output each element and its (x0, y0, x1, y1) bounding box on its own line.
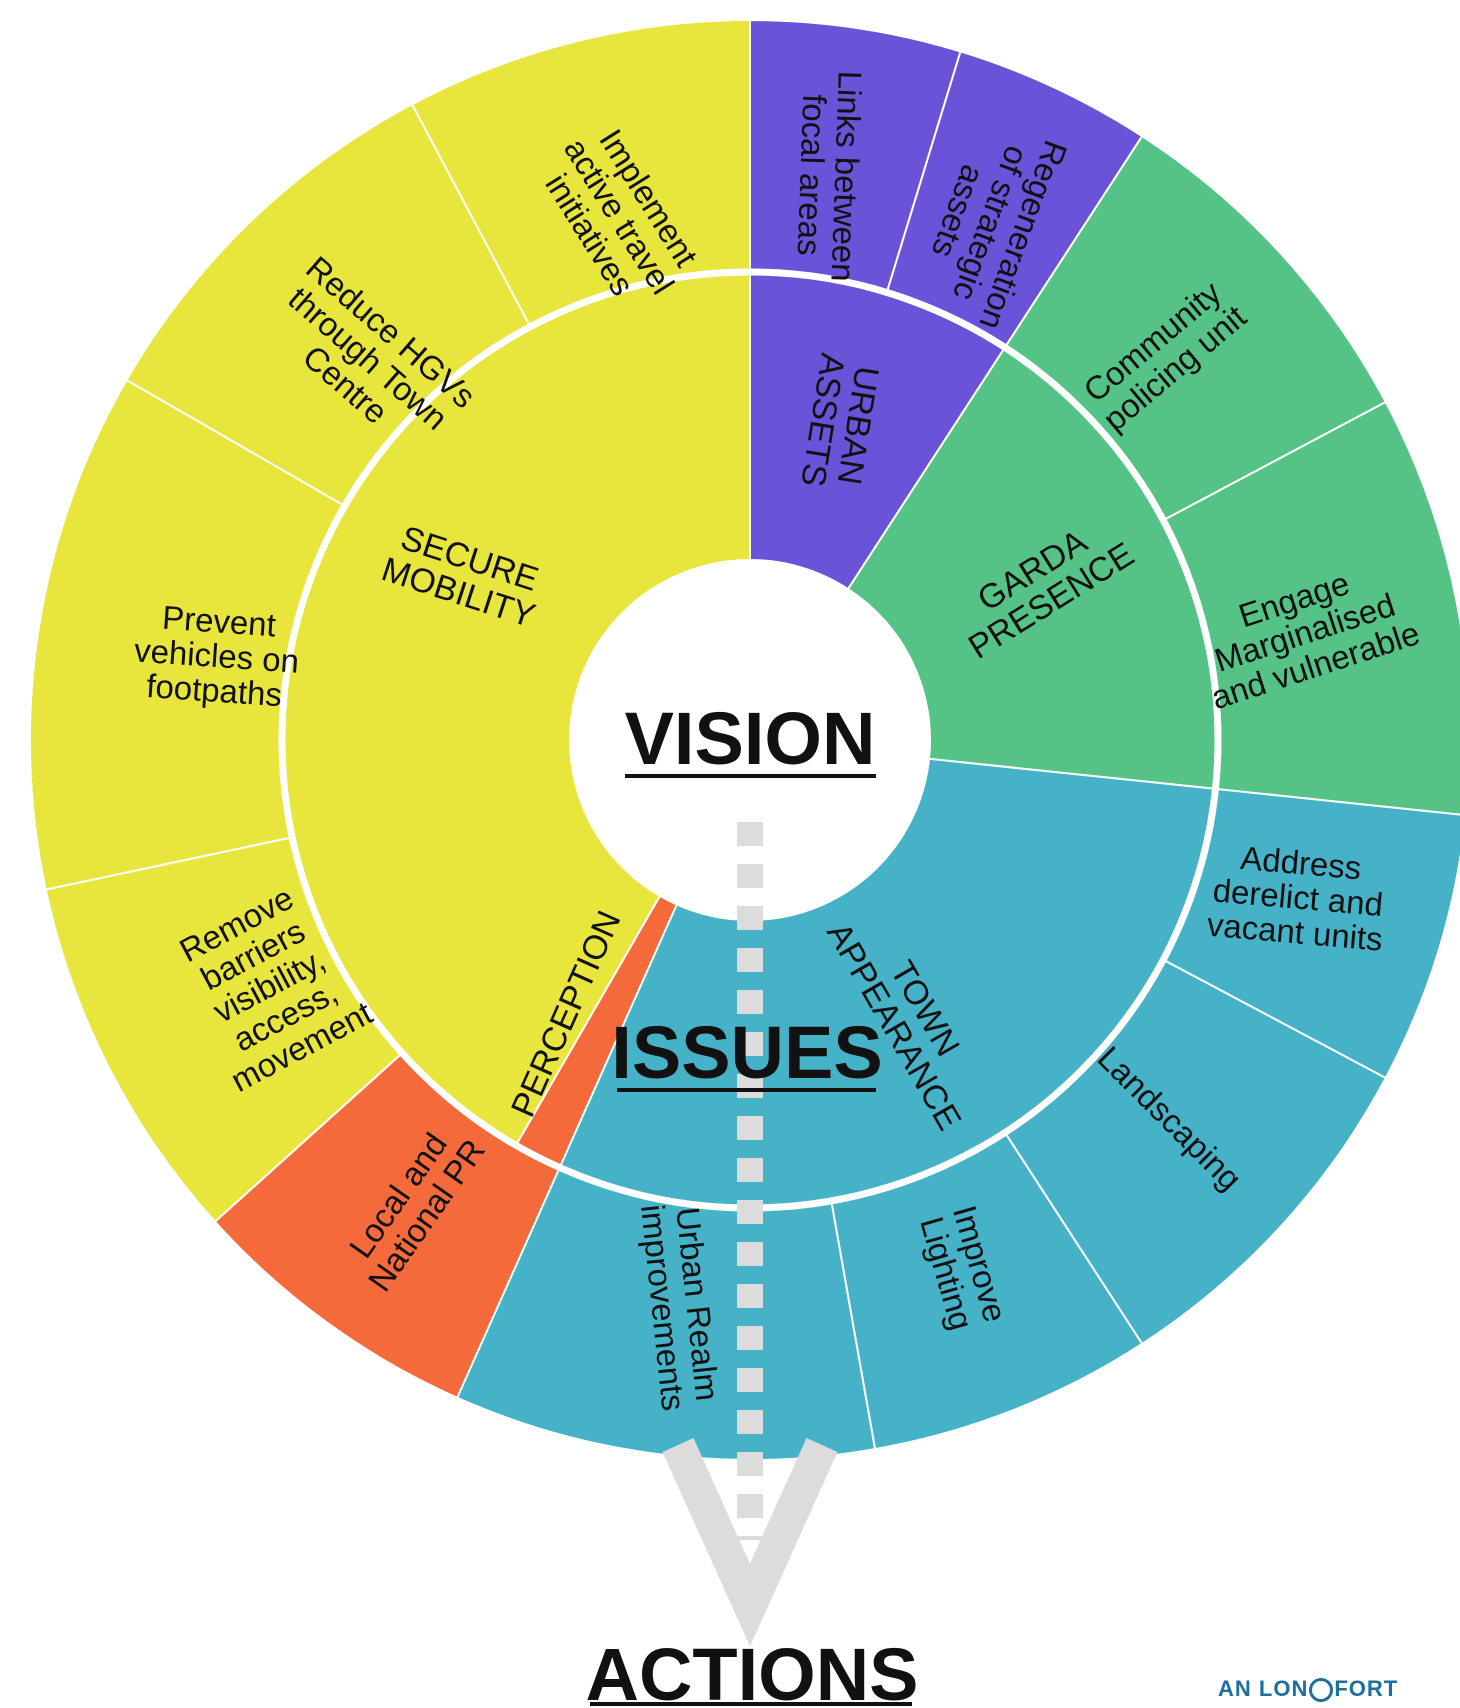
logo-text-left: AN LON (1218, 1676, 1309, 1701)
action-label-town-appearance-0: Addressderelict andvacant units (1206, 837, 1391, 958)
center-circle (570, 560, 930, 920)
swirl-icon (1309, 1678, 1334, 1703)
issues-title: ISSUES (611, 1011, 882, 1094)
vision-title: VISION (625, 697, 876, 780)
an-lon-fort-logo: AN LON FORT (1218, 1676, 1399, 1703)
actions-title: ACTIONS (586, 1633, 919, 1708)
action-label-urban-assets-0: Links betweenfocal areas (790, 69, 869, 282)
arrow-head (662, 1438, 838, 1647)
down-arrow (662, 822, 838, 1647)
logo-text-right: FORT (1334, 1676, 1399, 1701)
